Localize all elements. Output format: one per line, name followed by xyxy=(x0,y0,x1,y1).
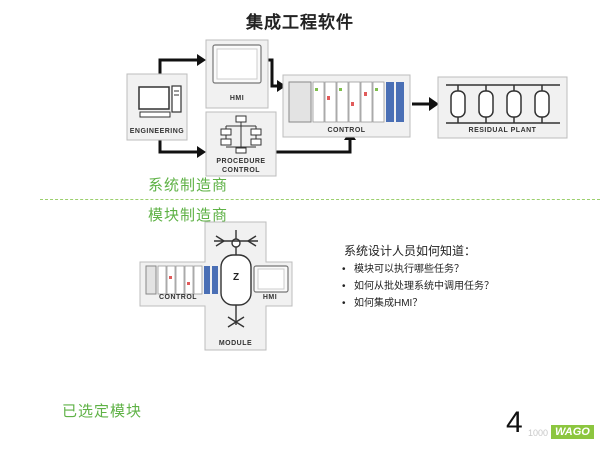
procedure-label-line2: CONTROL xyxy=(221,167,261,174)
selected-module-label: 已选定模块 xyxy=(62,403,143,420)
arrowhead xyxy=(429,97,439,111)
section-divider xyxy=(40,199,600,200)
arrow-engineering-to-hmi xyxy=(158,58,198,80)
arrowhead xyxy=(197,146,206,158)
arrow-hmi-to-control xyxy=(268,58,278,88)
control-label: CONTROL xyxy=(327,127,366,134)
arrowhead xyxy=(277,80,286,92)
question-item: 如何集成HMI？ xyxy=(340,295,494,312)
module-control-plc-icon xyxy=(145,265,218,295)
page-number: 4 xyxy=(506,406,523,439)
vessel-icon xyxy=(214,230,258,328)
wago-logo: WAGO xyxy=(551,425,594,439)
module-control-label: CONTROL xyxy=(158,294,198,301)
residual-plant-label: RESIDUAL PLANT xyxy=(468,127,537,134)
hmi-panel-icon xyxy=(205,39,269,109)
questions-title: 系统设计人员如何知道： xyxy=(344,244,477,258)
vessel-mark: Z xyxy=(232,272,240,283)
watermark: 1000 xyxy=(528,428,549,438)
question-item: 如何从批处理系统中调用任务？ xyxy=(340,278,494,295)
procedure-control-icon xyxy=(205,111,277,177)
question-item: 模块可以执行哪些任务？ xyxy=(340,261,494,278)
module-label: MODULE xyxy=(218,340,253,347)
module-hmi-panel-icon xyxy=(253,265,289,293)
procedure-control-label: PROCEDURE CONTROL xyxy=(206,157,276,175)
arrowhead xyxy=(197,54,206,66)
engineering-label: ENGINEERING xyxy=(129,128,185,135)
arrow-procedure-to-control xyxy=(276,138,352,154)
module-manufacturer-label: 模块制造商 xyxy=(148,207,229,224)
module-hmi-label: HMI xyxy=(262,294,278,301)
control-plc-icon xyxy=(282,74,411,138)
engineering-computer-icon xyxy=(126,73,188,141)
system-manufacturer-label: 系统制造商 xyxy=(148,177,229,194)
page-title: 集成工程软件 xyxy=(246,13,354,32)
top-diagram xyxy=(126,39,568,177)
residual-plant-icon xyxy=(437,76,568,139)
procedure-label-line1: PROCEDURE xyxy=(216,158,266,165)
questions-list: 模块可以执行哪些任务？ 如何从批处理系统中调用任务？ 如何集成HMI？ xyxy=(340,261,494,312)
hmi-label: HMI xyxy=(229,95,245,102)
